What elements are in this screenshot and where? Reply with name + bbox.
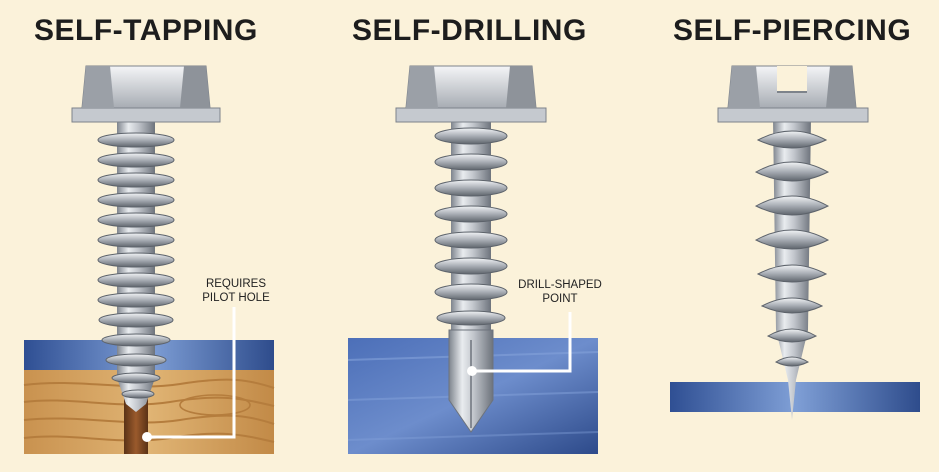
callout-pilot-line1: REQUIRES [205, 278, 267, 290]
callout-dot-pilot-hole [142, 432, 152, 442]
callout-drill-line2: POINT [542, 293, 578, 305]
self-drilling-screw-group [347, 65, 599, 454]
screw-shank-drilling [451, 118, 491, 340]
callout-pilot-line2: PILOT HOLE [202, 292, 270, 304]
callout-dot-drill-point [467, 366, 477, 376]
callout-line-drill-point [474, 312, 572, 373]
hex-head-drilling [395, 65, 547, 123]
callout-drill-line1: DRILL-SHAPED [518, 279, 602, 291]
self-tapping-screw-group [23, 65, 275, 454]
slotted-hex-head-piercing [717, 65, 869, 123]
title-self-tapping: SELF-TAPPING [34, 14, 258, 47]
callout-requires-pilot-hole: REQUIRES PILOT HOLE [192, 277, 280, 305]
screw-threads-tapping [97, 132, 175, 399]
screw-threads-piercing [754, 130, 830, 367]
self-piercing-screw-group [670, 65, 920, 420]
callout-drill-shaped-point: DRILL-SHAPED POINT [512, 278, 608, 306]
title-self-piercing: SELF-PIERCING [673, 14, 912, 47]
callout-line-pilot-hole [150, 307, 236, 439]
screw-threads-drilling [434, 127, 508, 326]
hex-head-tapping [71, 65, 221, 123]
title-self-drilling: SELF-DRILLING [352, 14, 587, 47]
